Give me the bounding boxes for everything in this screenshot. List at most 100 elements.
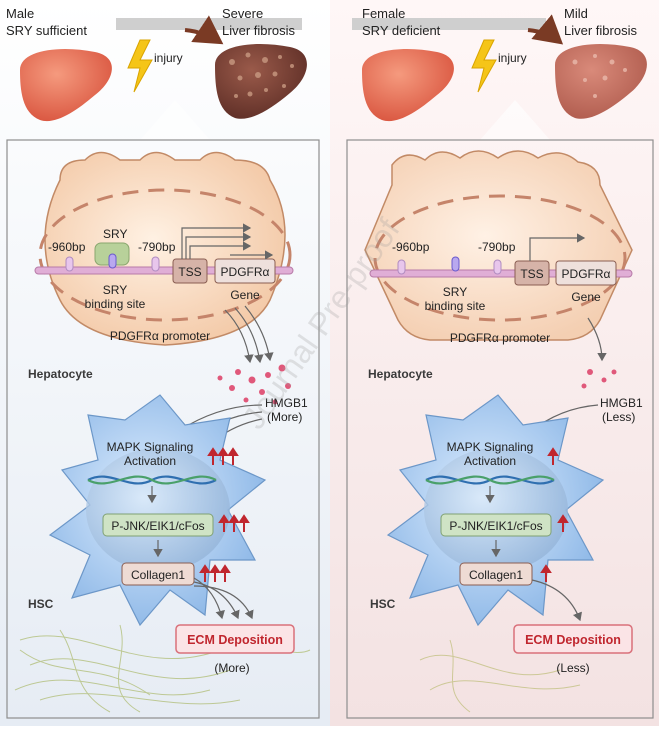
left-gene-box [214,258,276,284]
right-healthy-liver-icon [362,49,454,122]
right-fibrosis-spots [572,54,627,98]
left-collagen-up-arrows [199,564,231,582]
left-helix-strand-2 [87,475,217,485]
left-jnk-up-arrows [218,514,250,532]
left-jnk-box [102,513,214,537]
left-hmgb1-amount: (More) [267,410,302,424]
left-site-960-label: -960bp [48,240,86,254]
left-hepatocyte-cell [44,151,286,346]
right-ecm-label: ECM Deposition [525,633,621,647]
right-hsc-label: HSC [370,597,396,611]
left-sry-binding-marker [108,253,117,269]
right-light-fan [480,100,550,140]
left-header: Male SRY sufficient Severe Liver fibrosi… [6,6,307,140]
left-ecm-amount: (More) [214,661,249,675]
left-site-790-marker [151,256,160,272]
left-light-fan [140,100,210,140]
left-top-label-1: Male [6,6,34,21]
right-tss-box [514,260,550,286]
left-ecm-box [175,624,295,654]
right-jnk-label: P-JNK/EIK1/cFos [449,519,542,533]
left-hepatocyte: SRY -960bp -790bp SRY binding site TSS P… [34,151,294,346]
left-transcription-arrow-3 [189,241,252,259]
left-nucleus-membrane [38,188,292,322]
right-nucleus-membrane [373,194,627,322]
right-hepatocyte-cell [364,150,633,341]
left-hmgb1-label: HMGB1 [265,396,308,410]
right-ecm-box [513,624,633,654]
right-lightning-icon [471,39,497,93]
right-promoter-label: PDGFRα promoter [450,331,550,345]
right-jnk-box [440,513,552,537]
right-ecm-fibers [419,639,581,713]
right-hmgb1-label: HMGB1 [600,396,643,410]
left-hsc: MAPK Signaling Activation P-JNK/EIK1/cFo… [48,394,267,627]
right-progression-arrow [527,14,564,45]
right-gene-box [555,260,617,286]
left-site-790-label: -790bp [138,240,176,254]
right-panel [346,139,654,719]
right-top-label-1: Female [362,6,405,21]
left-mapk-label-2: Activation [124,454,176,468]
right-sry-binding-marker [451,256,460,272]
right-hepatocyte: -960bp -790bp SRY binding site TSS PDGFR… [364,150,633,345]
left-outcome-1: Severe [222,6,263,21]
right-mapk-label-1: MAPK Signaling [447,440,534,454]
left-gene-box-label: PDGFRα [221,265,270,279]
right-site-960-label: -960bp [392,240,430,254]
right-outcome-2: Liver fibrosis [564,23,637,38]
left-hmgb1-dots [217,364,291,405]
left-collagen-label: Collagen1 [131,568,185,582]
right-hepatocyte-label: Hepatocyte [368,367,433,381]
right-site-790-label: -790bp [478,240,516,254]
left-transcription-arrow-1 [181,223,252,259]
right-collagen-box [459,562,533,586]
right-release-arrow [587,317,607,362]
left-top-label-2: SRY sufficient [6,23,87,38]
fibrosis-spots [229,52,294,98]
right-hsc: MAPK Signaling Activation P-JNK/EIK1/cFo… [386,394,605,627]
fibrotic-liver-mild-icon [555,44,647,119]
right-hmgb1-dots [581,369,617,389]
fibrotic-liver-severe-icon [215,44,307,119]
right-top-label-2: SRY deficient [362,23,441,38]
right-injury-label: injury [498,51,527,65]
left-sry-binding-label-2: binding site [85,297,146,311]
sry-label: SRY [103,227,127,241]
right-header: Female SRY deficient Mild Liver fibrosis… [362,6,647,140]
left-collagen-arrow-1 [193,577,225,620]
right-collagen-label: Collagen1 [469,568,523,582]
left-gene-label: Gene [230,288,260,302]
lightning-icon [127,39,153,93]
left-release-arrow-1 [224,309,254,364]
right-gene-label: Gene [571,290,601,304]
left-promoter-label: PDGFRα promoter [110,329,210,343]
left-outcome-2: Liver fibrosis [222,23,295,38]
left-collagen-box [121,562,195,586]
right-ecm-amount: (Less) [556,661,589,675]
left-mapk-up-arrows [207,447,239,465]
left-ecm-label: ECM Deposition [187,633,283,647]
left-hsc-label: HSC [28,597,54,611]
left-mapk-label-1: MAPK Signaling [107,440,194,454]
left-progression-arrow [184,15,224,45]
left-tss-label: TSS [178,265,201,279]
right-helix-strand-2 [425,475,555,485]
right-site-960-marker [397,259,406,275]
left-release-arrow-2 [234,307,264,364]
right-sry-binding-label-1: SRY [443,285,467,299]
right-gene-box-label: PDGFRα [562,267,611,281]
left-transcription-arrow-2 [185,232,252,259]
left-collagen-arrow-2 [193,581,240,620]
left-injury-label: injury [154,51,183,65]
left-collagen-arrow-3 [193,585,254,620]
right-jnk-up-arrow [557,514,569,532]
left-sry-binding-label-1: SRY [103,283,127,297]
left-site-960-marker [65,256,74,272]
right-top-bar [352,18,546,30]
left-hepatocyte-label: Hepatocyte [28,367,93,381]
right-tss-label: TSS [520,267,543,281]
left-jnk-label: P-JNK/EIK1/cFos [111,519,204,533]
